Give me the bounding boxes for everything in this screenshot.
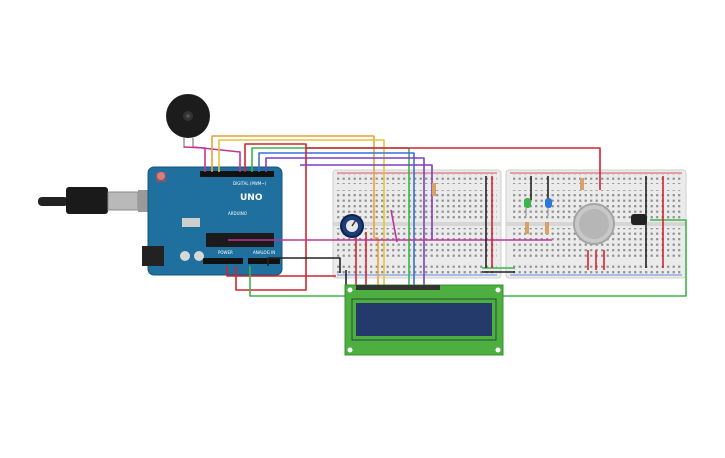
breadboard-left[interactable]	[332, 169, 502, 279]
lcd-display[interactable]	[344, 284, 504, 356]
led-green[interactable]	[524, 198, 531, 216]
arduino-board[interactable]: UNO ARDUINO DIGITAL (PWM~) POWER ANALOG …	[142, 166, 283, 276]
usb-cable	[38, 187, 152, 214]
resistors	[432, 178, 584, 234]
board-logo-text: ARDUINO	[228, 211, 247, 216]
temperature-sensor[interactable]	[631, 214, 647, 225]
digital-header-label: DIGITAL (PWM~)	[233, 181, 267, 186]
potentiometer[interactable]	[340, 214, 364, 238]
wires	[183, 135, 687, 297]
piezo-buzzer[interactable]	[166, 94, 210, 148]
power-header-label: POWER	[218, 250, 233, 255]
analog-header-label: ANALOG IN	[253, 250, 275, 255]
led-blue[interactable]	[545, 198, 552, 216]
board-brand: UNO	[240, 193, 263, 203]
gas-sensor[interactable]	[573, 203, 615, 245]
